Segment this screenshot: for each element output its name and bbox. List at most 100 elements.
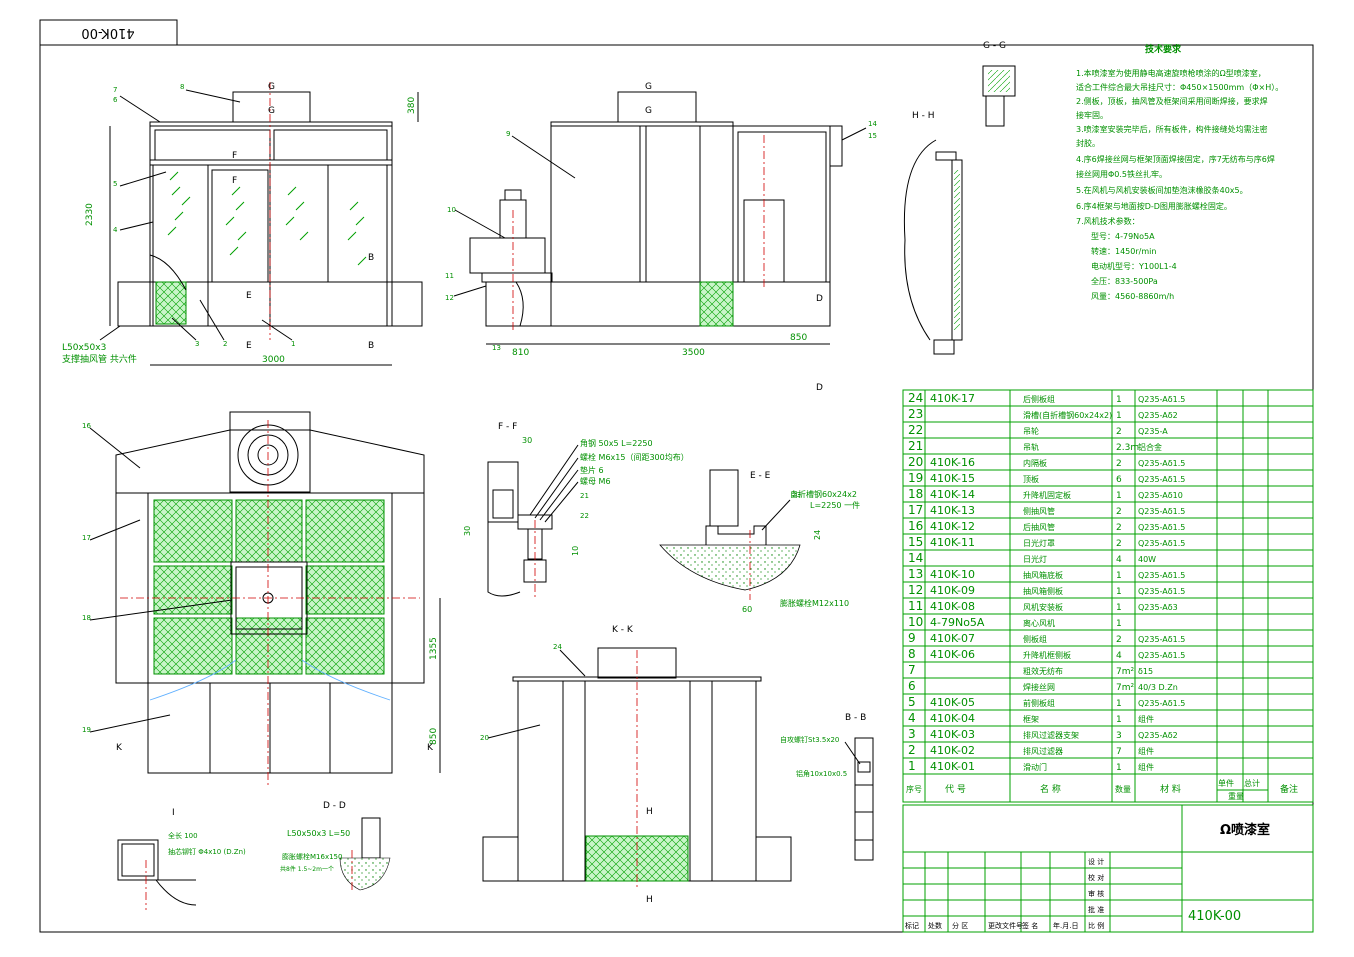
tech-heading: 技术要求	[1145, 43, 1182, 55]
front-width-dim: 3000	[262, 355, 285, 365]
bom-cell-mat: 组件	[1138, 714, 1154, 724]
bom-cell-code: 410K-09	[930, 584, 975, 597]
bom-cell-name: 吊轨	[1023, 442, 1039, 452]
bom-cell-qty: 7m²	[1116, 667, 1134, 677]
bom-cell-no: 22	[908, 423, 923, 437]
bom-cell-no: 15	[908, 535, 923, 549]
section-mark: G	[268, 106, 275, 116]
section-title: F - F	[498, 422, 517, 432]
drawing-title: Ω喷漆室	[1220, 822, 1270, 838]
bom-cell-name: 抽风箱底板	[1023, 570, 1063, 580]
section-mark: F	[232, 176, 237, 186]
balloon: 17	[82, 534, 91, 542]
bom-cell-qty: 2	[1116, 539, 1122, 549]
bom-cell-no: 6	[908, 679, 916, 693]
bom-cell-mat: Q235-Aδ1.5	[1138, 507, 1185, 516]
titleblock-role: 批 准	[1088, 905, 1104, 914]
tech-param: 全压：833-500Pa	[1091, 276, 1158, 286]
bom-cell-qty: 1	[1116, 699, 1122, 709]
titleblock-footer: 更改文件号	[988, 921, 1023, 930]
tech-line: 接丝网用Φ0.5铁丝扎牢。	[1076, 169, 1167, 179]
titleblock-footer: 年.月.日	[1053, 921, 1078, 930]
bom-cell-name: 吊轮	[1023, 426, 1039, 436]
bom-cell-no: 5	[908, 695, 916, 709]
bom-cell-name: 滑动门	[1023, 762, 1047, 772]
bom-cell-name: 内隔板	[1023, 458, 1047, 468]
tech-line: 1.本喷漆室为使用静电高速旋喷枪喷涂的Ω型喷漆室，	[1076, 68, 1266, 78]
bom-cell-code: 410K-08	[930, 600, 975, 613]
section-mark: K	[427, 743, 434, 753]
section-dd: D - D L50x50x3 L=50 膨胀螺栓M16x150 共8件 1.5~…	[280, 801, 391, 891]
balloon: 13	[492, 344, 501, 352]
front-height-dim: 2330	[85, 203, 95, 226]
bom-cell-mat: Q235-Aδ2	[1138, 411, 1178, 420]
bom-cell-qty: 3	[1116, 731, 1122, 741]
i-callout: 全长 100	[168, 831, 198, 840]
bom-cell-mat: 组件	[1138, 746, 1154, 756]
mirrored-number-box	[39, 19, 178, 46]
ff-dim: 30	[463, 526, 472, 536]
section-kk: K - K 24 20 H H	[480, 625, 792, 905]
front-note-support: 支撑抽风管 共六件	[62, 353, 137, 365]
bom-cell-name: 日光灯罩	[1023, 538, 1055, 548]
section-bb: B - B 自攻螺钉St3.5x20 铝角10x10x0.5	[780, 713, 874, 861]
titleblock-role: 校 对	[1088, 873, 1104, 882]
balloon: 6	[113, 96, 118, 104]
tech-line: 封胶。	[1076, 138, 1100, 148]
section-ff: F - F 角钢 50x5 L=2250 螺栓 M6x15（间距300均布） 垫…	[463, 422, 689, 600]
tech-line: 3.喷漆室安装完毕后，所有板件，构件接缝处均需注密	[1076, 124, 1268, 134]
balloon: 24	[553, 643, 562, 651]
bom-cell-code: 410K-05	[930, 696, 975, 709]
section-mark: B	[368, 341, 374, 351]
bom-cell-code: 410K-07	[930, 632, 975, 645]
bom-cell-code: 410K-03	[930, 728, 975, 741]
bom-cell-qty: 2.3m	[1116, 443, 1139, 453]
tech-param: 转速：1450r/min	[1091, 246, 1156, 256]
tech-line: 适合工件综合最大吊挂尺寸：Φ450×1500mm（Φ×H）。	[1076, 82, 1283, 92]
balloon: 11	[445, 272, 454, 280]
ee-dim: 24	[813, 530, 822, 540]
balloon: 4	[113, 226, 118, 234]
section-gg: G - G	[982, 41, 1016, 127]
drawing-number: 410K-00	[1188, 909, 1241, 924]
ff-dim: 10	[571, 546, 580, 556]
section-title: D - D	[323, 801, 346, 811]
section-mark: K	[116, 743, 123, 753]
bom-cell-qty: 2	[1116, 427, 1122, 437]
bom-cell-no: 4	[908, 711, 916, 725]
bom-cell-no: 17	[908, 503, 923, 517]
bom-cell-mat: δ15	[1138, 667, 1153, 676]
mirrored-drawing-number: 410K-00	[81, 25, 134, 40]
section-mark: H	[646, 895, 653, 905]
bom-cell-qty: 4	[1116, 651, 1122, 661]
ee-dim: 60	[742, 605, 752, 614]
balloon: 19	[82, 726, 91, 734]
balloon: 22	[580, 512, 589, 520]
section-mark: G	[645, 106, 652, 116]
titleblock-footer: 处数	[928, 921, 942, 930]
bom-cell-mat: Q235-Aδ2	[1138, 731, 1178, 740]
section-title: E - E	[750, 471, 771, 481]
dd-callout: 共8件 1.5~2m一个	[280, 865, 334, 873]
bom-cell-qty: 1	[1116, 763, 1122, 773]
section-mark: D	[816, 294, 823, 304]
bom-cell-no: 11	[908, 599, 923, 613]
side-dim: 3500	[682, 348, 705, 358]
bom-cell-name: 日光灯	[1023, 554, 1047, 564]
tech-line: 7.风机技术参数：	[1076, 216, 1140, 226]
tech-line: 5.在风机与风机安装板间加垫泡沫橡胶条40x5。	[1076, 185, 1248, 195]
bom-cell-code: 410K-10	[930, 568, 975, 581]
bom-cell-qty: 1	[1116, 491, 1122, 501]
bom-cell-code: 410K-02	[930, 744, 975, 757]
bom-cell-mat: Q235-Aδ1.5	[1138, 587, 1185, 596]
bom-cell-no: 13	[908, 567, 923, 581]
bom-cell-qty: 2	[1116, 459, 1122, 469]
ff-dim: 30	[522, 436, 532, 445]
titleblock-scale: 比 例	[1088, 921, 1104, 930]
bom-cell-mat: Q235-Aδ1.5	[1138, 459, 1185, 468]
balloon: 12	[445, 294, 454, 302]
balloon: 1	[291, 340, 295, 348]
bom-cell-name: 后抽风管	[1023, 522, 1055, 532]
bom-cell-mat: Q235-Aδ1.5	[1138, 635, 1185, 644]
balloon: 9	[506, 130, 510, 138]
